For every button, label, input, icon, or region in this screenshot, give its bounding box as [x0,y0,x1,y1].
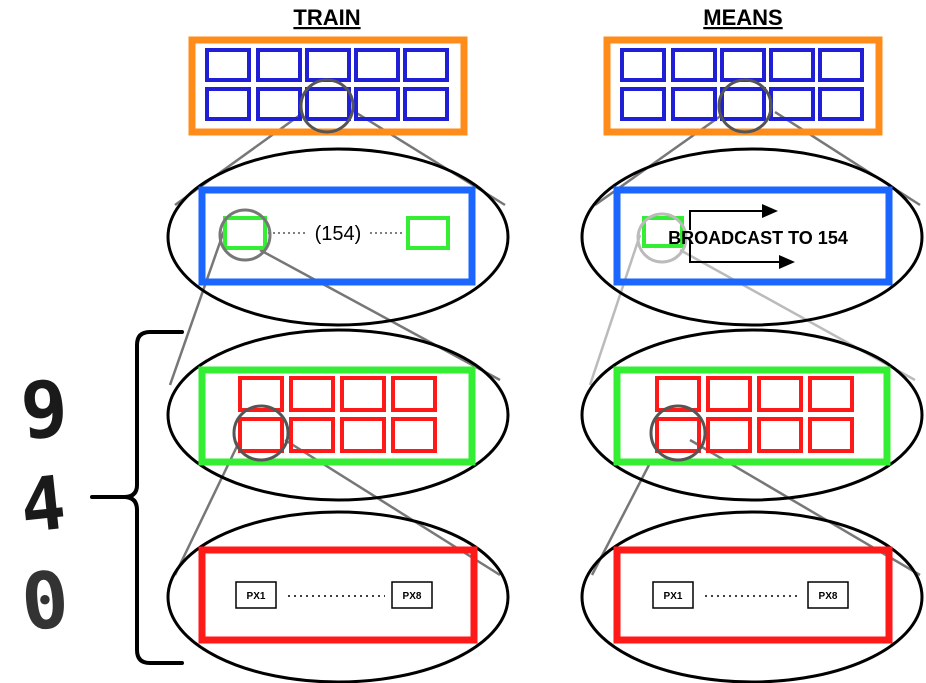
train-sample-level: (154) [166,147,510,327]
means-zoom-circle-2 [636,212,688,264]
train-px1-label: PX1 [247,591,266,602]
train-row-last [406,216,450,250]
means-header: MEANS [703,5,782,30]
means-pixel-level: PX1 PX8 [580,510,924,683]
train-class-grid [188,36,468,136]
train-header: TRAIN [293,5,360,30]
means-zoom-circle-3 [649,404,707,462]
sample-bracket [90,330,184,665]
means-class-grid [603,36,883,136]
means-sample-level: BROADCAST TO 154 [580,147,924,327]
mnist-digits: 9 4 0 [16,364,72,648]
train-sample-count: (154) [315,223,362,245]
broadcast-arrowhead-top [762,204,778,218]
train-px8-label: PX8 [403,591,422,602]
train-pixel-level: PX1 PX8 [166,510,510,683]
train-row-first [223,216,267,250]
means-px8-label: PX8 [819,591,838,602]
digit-four: 4 [16,460,69,550]
means-px1-label: PX1 [664,591,683,602]
digit-nine: 9 [18,364,71,457]
train-zoom-circle-top [299,78,355,134]
broadcast-arrows [689,210,782,263]
zoom-lines-light [588,234,916,386]
means-row-level [580,328,924,502]
means-row-cell [642,216,684,248]
broadcast-arrowhead-bottom [779,255,795,269]
train-zoom-circle-3 [232,404,290,462]
means-zoom-circle-top [717,78,773,134]
zoom-lines [168,110,921,577]
train-zoom-circle-2 [218,208,272,262]
train-row-level [166,328,510,502]
digit-zero: 0 [18,555,73,649]
broadcast-label: BROADCAST TO 154 [668,228,848,248]
